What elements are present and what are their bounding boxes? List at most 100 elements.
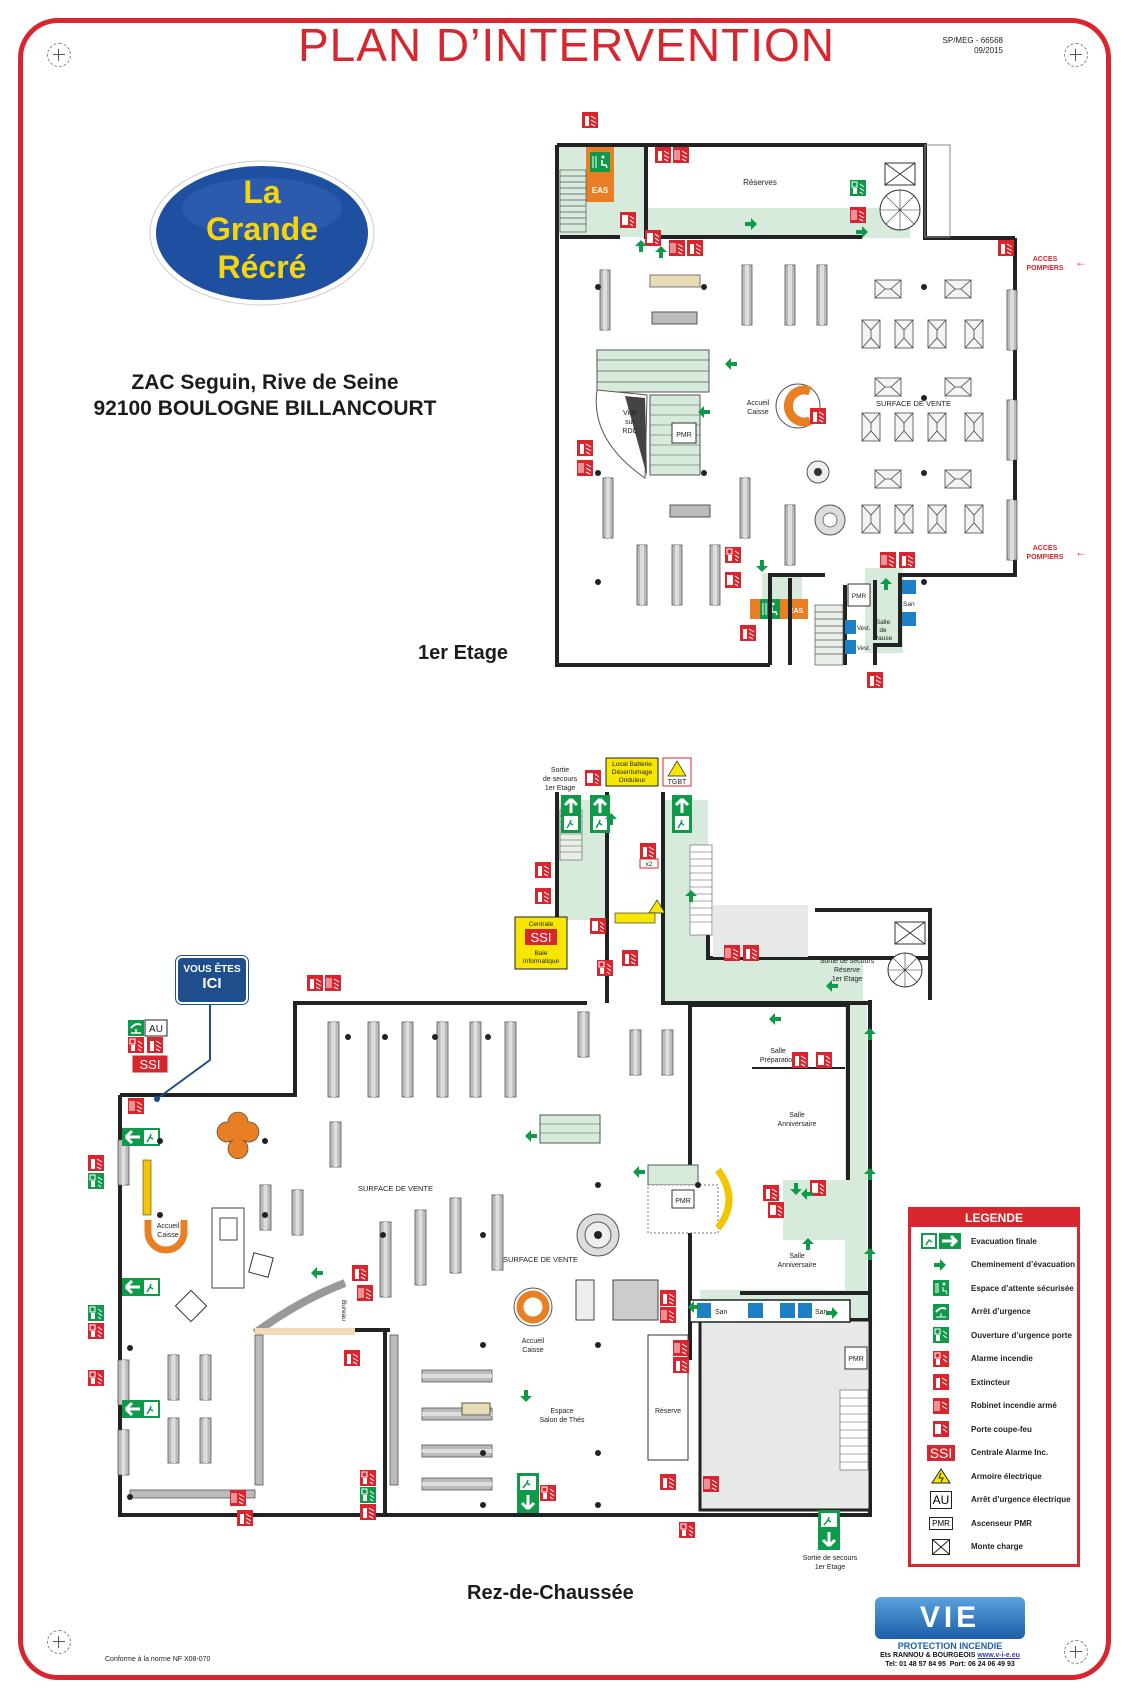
quantity-label: x2 [646, 861, 653, 868]
la-grande-recre-logo: La Grande Récré [149, 160, 375, 306]
exit-sign-icon [816, 1508, 842, 1552]
emergency-stop-icon [911, 1303, 971, 1320]
you-are-here-pointer [157, 1003, 211, 1099]
ssi-badge [131, 1054, 169, 1074]
round-display [216, 1111, 260, 1159]
vie-logo: VIE [875, 1597, 1025, 1639]
structural-columns [595, 284, 927, 585]
reception-counter [142, 1159, 152, 1216]
exit-sign-icon [120, 1398, 162, 1420]
exit-sign-icon [559, 793, 583, 835]
service-counter [612, 1279, 659, 1321]
legend-item: Alarme incendie [911, 1348, 1077, 1370]
pmr-elevator-badge: PMR [929, 1516, 953, 1530]
exit-sign-icon [670, 793, 694, 835]
legend-item-label: Espace d’attente sécurisée [971, 1283, 1074, 1293]
registration-mark-icon [1064, 43, 1088, 67]
electrical-emergency-stop-icon: AU [911, 1490, 971, 1509]
pmr-elevator [844, 1346, 868, 1370]
void-label-1: Vide [623, 410, 637, 417]
emergency-door-release-icon [911, 1327, 971, 1343]
display-rack [575, 1279, 595, 1321]
standard-compliance-note: Conforme à la norme NF X08-070 [105, 1656, 211, 1663]
sales-floor-label-2: SURFACE DE VENTE [503, 1255, 578, 1264]
emergency-exit-label-b3: 1er Etage [832, 976, 862, 983]
reception-desk [144, 1220, 188, 1254]
legend-item-label: Extincteur [971, 1377, 1011, 1387]
vie-brand: VIE [919, 1601, 981, 1634]
restroom-icon [902, 580, 916, 594]
logo-line-2: Grande [206, 211, 318, 247]
fire-hose-icon [911, 1397, 971, 1414]
legend-item: Arrêt d’urgence [911, 1301, 1077, 1323]
vie-contact-block: PROTECTION INCENDIE Ets RANNOU & BOURGEO… [860, 1642, 1040, 1669]
room-label-vest: Vest. [857, 646, 871, 652]
spiral-staircase-steps [880, 190, 920, 230]
address-line-2: 92100 BOULOGNE BILLANCOURT [93, 397, 437, 420]
pmr-label: PMR [848, 1356, 864, 1363]
ground-floor-label: Rez-de-Chaussée [467, 1582, 634, 1604]
legend-item-label: Evacuation finale [971, 1236, 1037, 1246]
pmr-elevator [671, 422, 697, 444]
reception-center-label-1: Accueil [522, 1338, 545, 1345]
logo-line-3: Récré [218, 249, 307, 285]
legend-item: Ouverture d’urgence porte [911, 1324, 1077, 1346]
legend-item-label: Ascenseur PMR [971, 1518, 1032, 1528]
legend-item-label: Porte coupe-feu [971, 1424, 1032, 1434]
port-number: 06 24 06 49 93 [968, 1661, 1015, 1668]
room-label-reserves: Réserves [743, 178, 777, 187]
pmr-label: PMR [675, 1198, 691, 1205]
legend-item: Robinet incendie armé [911, 1395, 1077, 1417]
tea-table [461, 1402, 491, 1416]
break-room-label-1: Salle [876, 619, 891, 626]
escalator [539, 1114, 601, 1144]
emergency-exit-label-c2: 1er Etage [815, 1564, 845, 1571]
restroom-label: San [815, 1309, 828, 1316]
eas-label: EAS [592, 186, 609, 195]
you-are-here-line-1: VOUS ÊTES [183, 964, 241, 975]
display-grid [174, 1289, 208, 1323]
reserve-label: Réserve [655, 1408, 681, 1415]
ssi-icon: SSI [911, 1444, 971, 1461]
pmr-label: PMR [852, 593, 867, 600]
tel-number: 01 48 57 84 95 [899, 1661, 946, 1668]
party-room-2-label-1: Salle [789, 1253, 805, 1260]
pmr-elevator-icon: PMR [911, 1516, 971, 1530]
you-are-here-dot [154, 1096, 160, 1102]
tea-room-label-1: Espace [550, 1408, 573, 1415]
restroom-label: San [715, 1309, 728, 1316]
display-grid [248, 1252, 274, 1278]
vie-website-link[interactable]: www.v-i-e.eu [977, 1652, 1020, 1659]
reception-left-label-1: Accueil [157, 1223, 180, 1230]
pmr-label: PMR [676, 432, 692, 439]
electrical-hazard-icon [667, 760, 687, 777]
reference-block: SP/MEG - 66568 09/2015 [943, 36, 1003, 56]
ssi-left-label: SSI [140, 1057, 161, 1072]
legend-item-label: Armoire électrique [971, 1471, 1042, 1481]
reception-left-label-2: Caisse [157, 1232, 179, 1239]
legend-item: Cheminement d’évacuation [911, 1254, 1077, 1276]
emergency-exit-label-b2: Réserve [834, 967, 860, 974]
firefighter-access-label: POMPIERS [1027, 554, 1064, 561]
emergency-exit-label-b1: Sortie de secours [820, 958, 875, 965]
battery-room-label-1: Local Batterie [612, 761, 652, 768]
firefighter-access-arrow-icon: ← [1075, 255, 1087, 269]
legend-item-label: Robinet incendie armé [971, 1401, 1057, 1410]
red-border-frame [18, 18, 1111, 1680]
prep-room-label-2: Préparation [760, 1057, 796, 1064]
firefighter-access-label: ACCES [1033, 256, 1058, 263]
legend-item-label: Monte charge [971, 1542, 1024, 1551]
curved-counter [715, 1167, 733, 1231]
server-room-label-2: Informatique [523, 958, 560, 965]
emergency-exit-label-c1: Sortie de secours [803, 1555, 858, 1562]
ssi-central-label: Centrale [529, 921, 554, 928]
quantity-badge [639, 858, 659, 869]
electrical-emergency-stop-badge: AU [929, 1490, 953, 1509]
escalator [647, 1164, 699, 1186]
emergency-exit-label-a1: Sortie [551, 767, 569, 774]
tgbt-label: TGBT [668, 779, 687, 786]
